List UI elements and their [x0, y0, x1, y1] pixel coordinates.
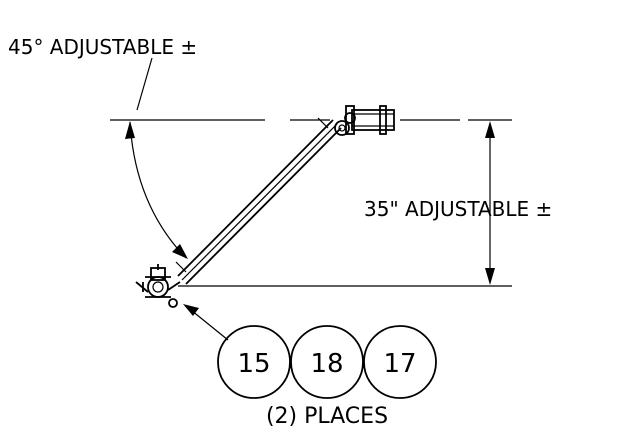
balloon-number: 17: [383, 349, 416, 379]
balloon-number: 18: [310, 349, 343, 379]
balloon-leader: [183, 304, 229, 341]
balloon-number: 15: [237, 349, 270, 379]
top-clamp-fitting: [334, 105, 395, 136]
item-balloon: 18: [290, 325, 364, 399]
bottom-clamp-fitting: [135, 264, 181, 308]
angle-dimension-arc: [125, 57, 188, 259]
item-balloon: 17: [363, 325, 437, 399]
height-annotation: 35" ADJUSTABLE ±: [364, 197, 552, 221]
height-dimension-line: [485, 121, 495, 285]
places-note: (2) PLACES: [266, 404, 388, 429]
angle-annotation: 45° ADJUSTABLE ±: [8, 35, 197, 59]
diagonal-arm: [175, 117, 342, 285]
item-balloon: 15: [217, 325, 291, 399]
